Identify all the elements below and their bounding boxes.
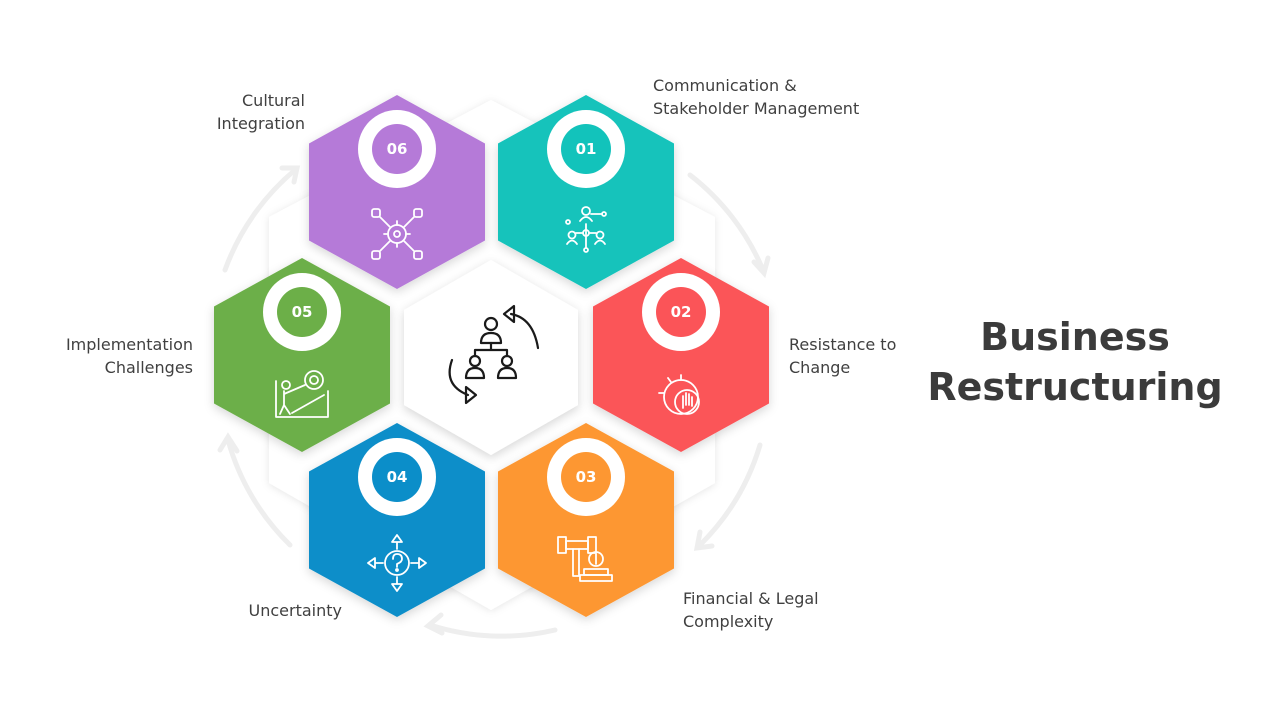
label-item-03: Financial & Legal Complexity — [683, 587, 819, 633]
label-line: Implementation — [65, 335, 193, 354]
hexagon-shape — [309, 95, 485, 289]
label-line: Communication & — [653, 76, 797, 95]
gear-network-icon — [371, 208, 423, 260]
hexagon-shape — [309, 423, 485, 617]
step-number: 06 — [387, 140, 408, 158]
stop-hand-gear-icon — [658, 374, 700, 415]
label-line: Uncertainty — [248, 601, 342, 620]
label-item-02: Resistance to Change — [789, 333, 896, 379]
label-item-04: Uncertainty — [192, 599, 342, 622]
hexagon-shape — [593, 258, 769, 452]
number-circle — [372, 124, 422, 174]
hexagon-item-06: 06 — [309, 95, 485, 289]
hexagon-item-05: 05 — [214, 258, 390, 452]
number-circle — [561, 452, 611, 502]
step-number: 04 — [387, 468, 408, 486]
hexagon-shape — [214, 258, 390, 452]
label-line: Resistance to — [789, 335, 897, 354]
title-line-1: Business — [980, 315, 1170, 359]
step-number: 03 — [576, 468, 597, 486]
label-line: Integration — [216, 114, 305, 133]
number-circle — [656, 287, 706, 337]
title-line-2: Restructuring — [927, 365, 1223, 409]
hexagon-item-03: 03 — [498, 423, 674, 617]
step-number: 02 — [671, 303, 692, 321]
number-circle — [277, 287, 327, 337]
label-line: Cultural — [242, 91, 305, 110]
hexagon-shape — [498, 423, 674, 617]
hexagon-item-01: 01 — [498, 95, 674, 289]
question-arrows-icon — [367, 534, 427, 592]
label-line: Complexity — [683, 612, 774, 631]
step-number: 01 — [576, 140, 597, 158]
label-item-01: Communication & Stakeholder Management — [653, 74, 859, 120]
hexagon-item-04: 04 — [309, 423, 485, 617]
person-pushing-gear-icon — [275, 370, 329, 418]
restructuring-hierarchy-icon — [448, 304, 540, 405]
label-line: Challenges — [104, 358, 193, 377]
hexagon-item-02: 02 — [593, 258, 769, 452]
center-hexagon — [404, 260, 578, 455]
label-item-06: Cultural Integration — [150, 89, 305, 135]
step-number: 05 — [292, 303, 313, 321]
page-title: Business Restructuring — [900, 312, 1250, 412]
label-line: Change — [789, 358, 851, 377]
number-circle — [372, 452, 422, 502]
number-circle — [561, 124, 611, 174]
label-line: Financial & Legal — [683, 589, 819, 608]
label-item-05: Implementation Challenges — [40, 333, 193, 379]
hexagon-shape — [498, 95, 674, 289]
cycle-arrows — [217, 165, 771, 639]
hexagon-group: 01 02 03 04 05 0 — [214, 95, 769, 617]
label-line: Stakeholder Management — [653, 99, 860, 118]
stakeholder-network-icon — [565, 206, 607, 253]
gavel-dollar-icon — [557, 536, 613, 582]
